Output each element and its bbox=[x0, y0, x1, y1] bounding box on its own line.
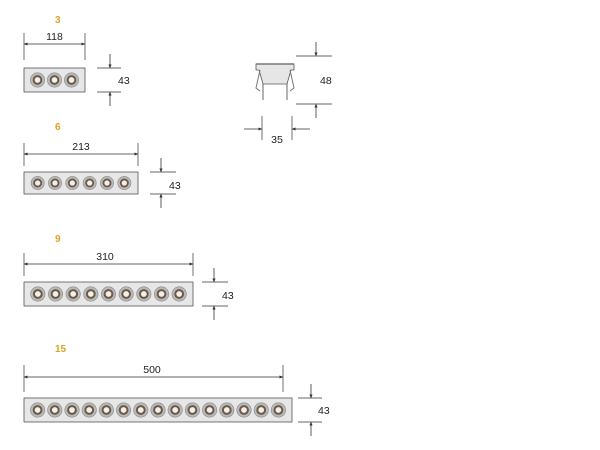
variant-15-led-row bbox=[30, 402, 286, 418]
variant-9-height-label: 43 bbox=[222, 290, 234, 302]
variant-3-count-label: 3 bbox=[55, 15, 61, 26]
side-view-left-clip bbox=[255, 69, 261, 92]
led-emitter bbox=[103, 407, 110, 413]
led-emitter bbox=[121, 180, 127, 186]
led-emitter bbox=[34, 291, 41, 297]
led-emitter bbox=[70, 291, 77, 297]
side-view-body bbox=[255, 63, 295, 85]
led-emitter bbox=[52, 180, 58, 186]
variant-9-count-label: 9 bbox=[55, 234, 61, 245]
led-emitter bbox=[104, 180, 110, 186]
led-emitter bbox=[206, 407, 213, 413]
led-emitter bbox=[69, 407, 75, 413]
led-emitter bbox=[52, 291, 59, 297]
led-emitter bbox=[87, 180, 93, 186]
led-emitter bbox=[123, 291, 130, 297]
side-view-width-label: 35 bbox=[271, 134, 283, 146]
led-emitter bbox=[223, 407, 230, 413]
variant-6-led-row bbox=[30, 176, 132, 190]
led-emitter bbox=[86, 407, 93, 413]
variant-9-width-label: 310 bbox=[96, 251, 114, 263]
variant-3-width-label: 118 bbox=[46, 31, 63, 43]
variant-3-led-row bbox=[30, 72, 79, 88]
side-view-group: 48 35 bbox=[244, 42, 332, 146]
led-emitter bbox=[105, 291, 112, 297]
led-emitter bbox=[120, 407, 127, 413]
variant-15-count-label: 15 bbox=[55, 344, 67, 355]
led-emitter bbox=[172, 407, 179, 413]
variant-15-width-label: 500 bbox=[143, 364, 161, 376]
variant-6-height-label: 43 bbox=[169, 180, 181, 192]
led-emitter bbox=[140, 291, 147, 297]
led-emitter bbox=[155, 407, 161, 413]
led-emitter bbox=[189, 407, 196, 413]
side-view-height-label: 48 bbox=[320, 75, 332, 87]
side-view-right-clip bbox=[289, 69, 295, 92]
led-emitter bbox=[68, 77, 75, 83]
variant-15-group: 15 500 43 bbox=[23, 344, 330, 436]
led-emitter bbox=[35, 180, 41, 186]
led-emitter bbox=[258, 407, 265, 413]
led-emitter bbox=[176, 291, 183, 297]
led-emitter bbox=[34, 77, 41, 83]
variant-6-group: 6 213 43 bbox=[23, 122, 181, 208]
led-emitter bbox=[51, 77, 58, 83]
led-emitter bbox=[137, 407, 144, 413]
led-emitter bbox=[87, 291, 94, 297]
variant-3-group: 3 118 43 bbox=[23, 15, 130, 106]
led-emitter bbox=[51, 407, 58, 413]
led-emitter bbox=[158, 291, 165, 297]
variant-6-count-label: 6 bbox=[55, 122, 61, 133]
variant-9-group: 9 310 43 bbox=[23, 234, 234, 320]
led-emitter bbox=[275, 407, 282, 413]
led-emitter bbox=[69, 180, 75, 186]
variant-9-led-row bbox=[30, 286, 187, 302]
led-emitter bbox=[34, 407, 41, 413]
variant-6-width-label: 213 bbox=[72, 141, 90, 153]
variant-15-height-label: 43 bbox=[318, 405, 330, 417]
led-emitter bbox=[241, 407, 247, 413]
variant-3-height-label: 43 bbox=[118, 75, 130, 87]
